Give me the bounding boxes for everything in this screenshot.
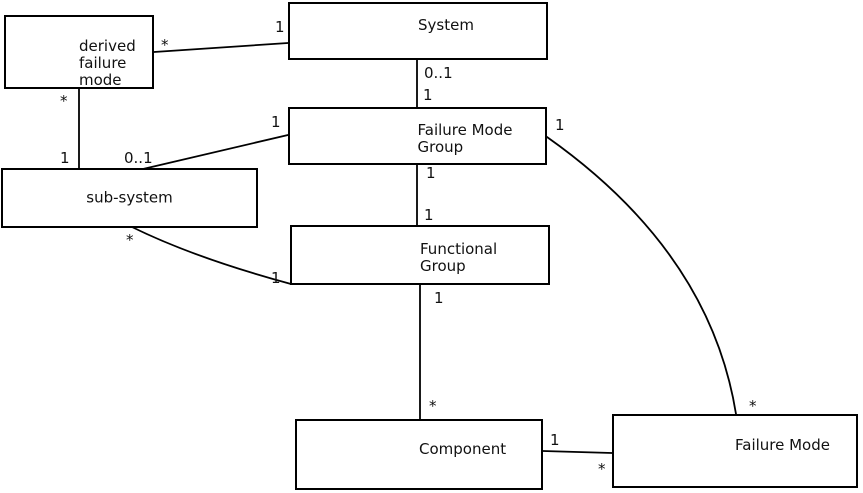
multiplicity-label: 0..1 xyxy=(424,64,453,82)
multiplicity-label: 1 xyxy=(423,86,433,104)
node-system-label: System xyxy=(418,16,474,34)
multiplicity-label: 1 xyxy=(271,113,281,131)
edge-sub-system-functional-group xyxy=(131,226,292,285)
node-system: System xyxy=(288,2,548,60)
node-sub-system: sub-system xyxy=(1,168,258,228)
multiplicity-label: 1 xyxy=(434,289,444,307)
multiplicity-label: * xyxy=(161,36,169,54)
multiplicity-label: * xyxy=(126,231,134,249)
node-functional-group-label: Functional Group xyxy=(420,240,498,275)
multiplicity-label: * xyxy=(598,460,606,478)
multiplicity-label: 1 xyxy=(271,269,281,287)
multiplicity-label: * xyxy=(749,397,757,415)
node-failure-mode-group: Failure Mode Group xyxy=(288,107,547,165)
node-derived-failure-mode: derived failure mode xyxy=(4,15,154,89)
multiplicity-label: 1 xyxy=(275,18,285,36)
multiplicity-label: * xyxy=(60,92,68,110)
node-component: Component xyxy=(295,419,543,490)
node-failure-mode: Failure Mode xyxy=(612,414,858,488)
multiplicity-label: * xyxy=(429,397,437,415)
edge-component-failure-mode xyxy=(542,450,613,454)
edge-failure-mode-group-failure-mode xyxy=(546,136,737,415)
multiplicity-label: 0..1 xyxy=(124,149,153,167)
node-failure-mode-group-label: Failure Mode Group xyxy=(417,121,513,156)
multiplicity-label: 1 xyxy=(60,149,70,167)
node-component-label: Component xyxy=(419,439,507,458)
node-failure-mode-label: Failure Mode xyxy=(735,436,830,454)
edge-system-derived-failure-mode xyxy=(153,42,289,53)
multiplicity-label: 1 xyxy=(424,206,434,224)
multiplicity-label: 1 xyxy=(426,164,436,182)
multiplicity-label: 1 xyxy=(555,116,565,134)
node-functional-group: Functional Group xyxy=(290,225,550,285)
node-sub-system-label: sub-system xyxy=(86,188,173,207)
multiplicity-label: 1 xyxy=(550,431,560,449)
edge-failure-mode-group-sub-system xyxy=(142,134,289,170)
node-derived-failure-mode-label: derived failure mode xyxy=(79,37,136,89)
